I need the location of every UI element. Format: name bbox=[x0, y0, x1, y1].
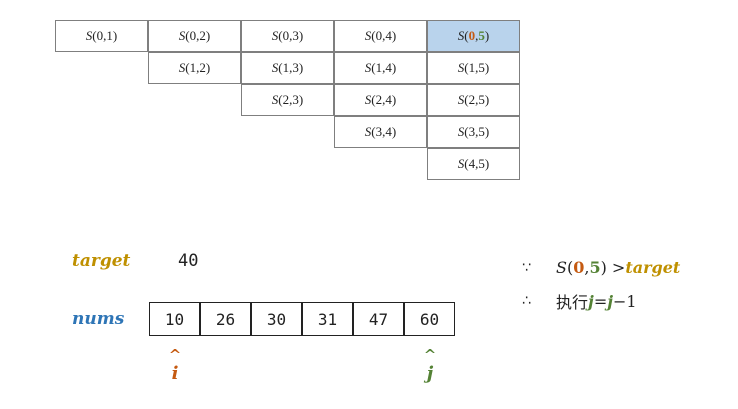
because-icon: ∵ bbox=[522, 259, 531, 276]
grid-cell: S(2,4) bbox=[334, 84, 427, 116]
therefore-line: ∴ 执行 j = j − 1 bbox=[522, 291, 637, 313]
grid-cell: S(1,5) bbox=[427, 52, 520, 84]
grid-cell: S(0,3) bbox=[241, 20, 334, 52]
pointer-i-label: i bbox=[171, 363, 179, 384]
grid-cell: S(1,2) bbox=[148, 52, 241, 84]
pointer-j: ^ j bbox=[420, 347, 440, 385]
grid-cell: S(0,4) bbox=[334, 20, 427, 52]
because-line: ∵ S(0,5) > target bbox=[522, 258, 681, 277]
pointer-i: ^ i bbox=[165, 347, 185, 385]
grid-cell: S(0,2) bbox=[148, 20, 241, 52]
target-value: 40 bbox=[178, 251, 199, 271]
grid-cell: S(3,5) bbox=[427, 116, 520, 148]
grid-cell: S(2,3) bbox=[241, 84, 334, 116]
grid-cell-highlighted: S(0,5) bbox=[427, 20, 520, 52]
array-cell: 31 bbox=[302, 302, 353, 336]
array-cell: 47 bbox=[353, 302, 404, 336]
grid-cell: S(1,3) bbox=[241, 52, 334, 84]
grid-cell: S(0,1) bbox=[55, 20, 148, 52]
array-cell: 10 bbox=[149, 302, 200, 336]
pointer-j-label: j bbox=[426, 363, 434, 384]
array-cell: 60 bbox=[404, 302, 455, 336]
grid-cell: S(3,4) bbox=[334, 116, 427, 148]
grid-cell: S(4,5) bbox=[427, 148, 520, 180]
caret-icon: ^ bbox=[423, 346, 437, 364]
caret-icon: ^ bbox=[168, 346, 182, 364]
nums-label: nums bbox=[72, 309, 125, 329]
grid-cell: S(2,5) bbox=[427, 84, 520, 116]
grid-cell: S(1,4) bbox=[334, 52, 427, 84]
target-label: target bbox=[72, 251, 131, 271]
array-cell: 30 bbox=[251, 302, 302, 336]
array-cell: 26 bbox=[200, 302, 251, 336]
therefore-icon: ∴ bbox=[522, 293, 531, 309]
